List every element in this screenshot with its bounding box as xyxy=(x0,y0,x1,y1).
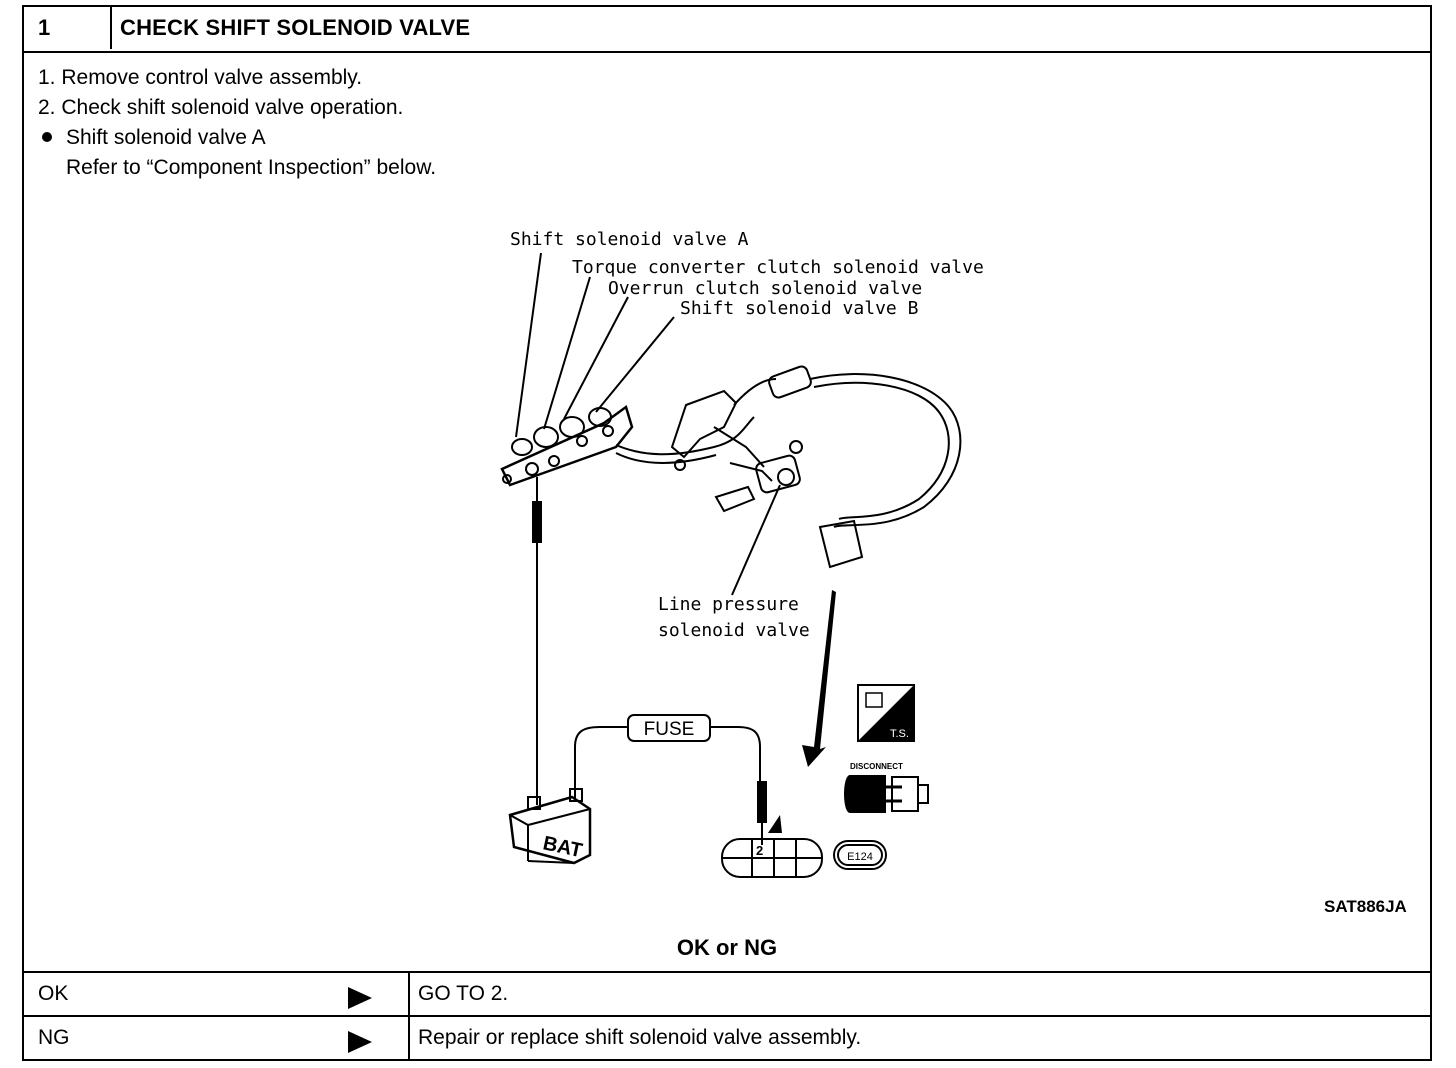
disconnect-icon xyxy=(844,775,929,813)
column-divider xyxy=(408,1017,410,1059)
procedure-frame: 1 CHECK SHIFT SOLENOID VALVE 1. Remove c… xyxy=(22,5,1432,1061)
wire-bat-fuse xyxy=(574,726,628,802)
bullet-text: Shift solenoid valve A xyxy=(66,126,266,149)
instruction-step-2: 2. Check shift solenoid valve operation. xyxy=(38,96,404,119)
label-torque-converter: Torque converter clutch solenoid valve xyxy=(572,257,984,278)
arrow-right-icon xyxy=(348,1031,372,1053)
bullet-note: Refer to “Component Inspection” below. xyxy=(66,156,437,179)
result-key: OK xyxy=(38,982,69,1005)
down-arrow-icon xyxy=(802,590,836,767)
solenoid-valve-assembly xyxy=(500,404,634,487)
probe-lead-a xyxy=(532,501,542,543)
connector-code: E124 xyxy=(847,851,873,863)
label-line-pressure-2: solenoid valve xyxy=(658,620,810,641)
leader-shift-a xyxy=(515,252,542,438)
result-action: Repair or replace shift solenoid valve a… xyxy=(418,1026,862,1049)
leader-line-pressure xyxy=(731,484,781,596)
bullet-dot-icon xyxy=(42,131,52,142)
wiring-diagram: Shift solenoid valve A Torque converter … xyxy=(500,229,984,878)
label-shift-solenoid-b: Shift solenoid valve B xyxy=(680,298,918,319)
tester-icon xyxy=(857,684,915,742)
battery xyxy=(508,788,592,865)
tester-label: T.S. xyxy=(890,728,909,740)
wire-fuse-connector xyxy=(710,726,761,782)
fuse-label: FUSE xyxy=(644,719,695,740)
step-number: 1 xyxy=(24,7,112,49)
result-row-ng: NG Repair or replace shift solenoid valv… xyxy=(24,1015,1430,1059)
instruction-step-1: 1. Remove control valve assembly. xyxy=(38,66,363,89)
probe-tip-icon xyxy=(768,815,782,833)
fuse-box xyxy=(627,714,711,742)
leader-overrun xyxy=(563,296,629,420)
leader-shift-b xyxy=(595,316,675,413)
disconnect-label: DISCONNECT xyxy=(850,762,903,771)
label-shift-solenoid-a: Shift solenoid valve A xyxy=(510,229,749,250)
label-overrun-clutch: Overrun clutch solenoid valve xyxy=(608,278,922,299)
wire-harness xyxy=(615,365,962,569)
result-row-ok: OK GO TO 2. xyxy=(24,971,1430,1015)
battery-label: BAT xyxy=(541,832,584,862)
instruction-list: 1. Remove control valve assembly. 2. Che… xyxy=(38,63,436,183)
leader-torque xyxy=(543,276,591,430)
step-header: 1 CHECK SHIFT SOLENOID VALVE xyxy=(24,7,1430,53)
label-line-pressure-1: Line pressure xyxy=(658,594,799,615)
probe-lead-b xyxy=(757,781,767,823)
column-divider xyxy=(408,973,410,1015)
pin-number: 2 xyxy=(756,843,763,858)
step-title: CHECK SHIFT SOLENOID VALVE xyxy=(120,15,471,40)
figure-reference: SAT886JA xyxy=(1324,897,1407,916)
result-prompt: OK or NG xyxy=(676,935,778,960)
result-key: NG xyxy=(38,1026,70,1049)
connector-e124 xyxy=(721,838,887,878)
result-action: GO TO 2. xyxy=(418,982,509,1005)
arrow-right-icon xyxy=(348,987,372,1009)
bullet-item: Shift solenoid valve A xyxy=(38,123,436,153)
